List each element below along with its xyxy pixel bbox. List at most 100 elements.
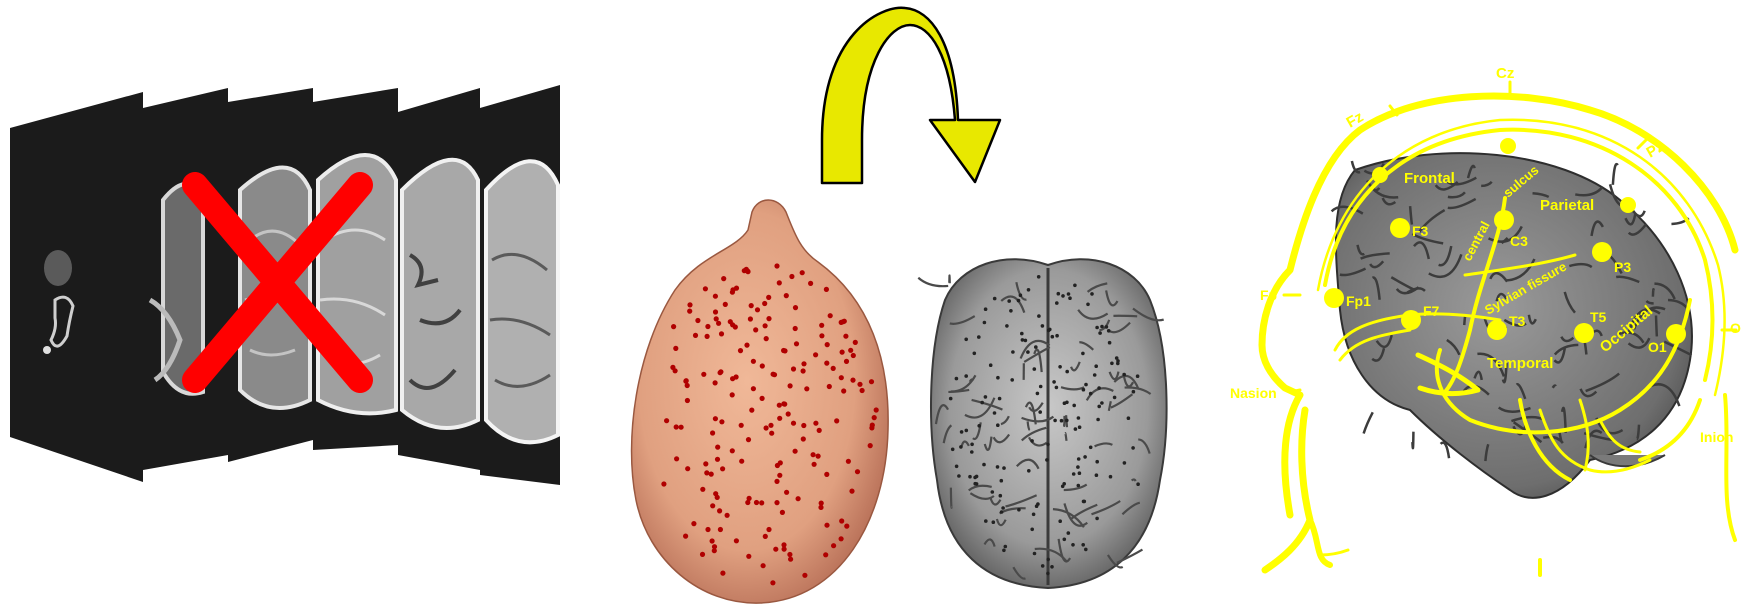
cortex-electrode-dot — [1009, 309, 1013, 313]
cortex-electrode-dot — [1073, 284, 1077, 288]
cortex-electrode-dot — [980, 401, 984, 405]
scalp-electrode-dot — [715, 495, 720, 500]
scalp-electrode-dot — [857, 382, 862, 387]
cortex-electrode-dot — [1095, 460, 1099, 464]
scalp-electrode-dot — [844, 524, 849, 529]
cortex-electrode-dot — [965, 429, 969, 433]
cortex-electrode-dot — [1033, 367, 1037, 371]
scalp-electrode-dot — [843, 334, 848, 339]
cortex-electrode-dot — [1002, 466, 1006, 470]
cortex-electrode-dot — [993, 411, 997, 415]
svg-text:F3: F3 — [1412, 223, 1429, 239]
scalp-electrode-dot — [840, 350, 845, 355]
scalp-electrode-dot — [777, 403, 782, 408]
cortex-electrode-dot — [1017, 299, 1021, 303]
scalp-electrode-dot — [791, 366, 796, 371]
scalp-electrode-dot — [766, 316, 771, 321]
cortex-electrode-dot — [1100, 401, 1104, 405]
cortex-electrode-dot — [1078, 425, 1082, 429]
scalp-electrode-dot — [777, 280, 782, 285]
scalp-electrode-dot — [703, 286, 708, 291]
scalp-electrode-dot — [800, 270, 805, 275]
scalp-electrode-dot — [710, 503, 715, 508]
label-frontal: Frontal — [1404, 170, 1455, 187]
scalp-electrode-dot — [831, 543, 836, 548]
scalp-electrode-dot — [695, 318, 700, 323]
cortex-electrode-dot — [977, 335, 981, 339]
scalp-electrode-dot — [687, 309, 692, 314]
cortex-electrode-dot — [996, 376, 1000, 380]
scalp-electrode-dot — [775, 463, 780, 468]
scalp-electrode-dot — [782, 547, 787, 552]
scalp-electrode-dot — [685, 466, 690, 471]
cortex-electrode-dot — [984, 307, 988, 311]
scalp-electrode-dot — [674, 424, 679, 429]
cortex-electrode-dot — [1090, 292, 1094, 296]
scalp-electrode-dot — [685, 383, 690, 388]
cortex-electrode-dot — [970, 450, 974, 454]
brain-sulcus — [1412, 432, 1413, 448]
scalp-electrode-dot — [812, 462, 817, 467]
scalp-electrode-dot — [716, 321, 721, 326]
cortex-electrode-dot — [1109, 475, 1113, 479]
cortex-electrode-dot — [1001, 506, 1005, 510]
cortex-electrode-dot — [996, 465, 1000, 469]
scalp-electrode-dot — [725, 513, 730, 518]
scalp-electrode-dot — [749, 303, 754, 308]
scalp-electrode-dot — [850, 378, 855, 383]
label-nasion: Nasion — [1230, 385, 1277, 401]
scalp-electrode-dot — [746, 437, 751, 442]
scalp-electrode-dot — [839, 375, 844, 380]
cortex-electrode-dot — [960, 430, 964, 434]
cortex-electrode-dot — [1024, 339, 1028, 343]
mri-slice-5 — [398, 88, 480, 470]
scalp-electrode-dot — [710, 430, 715, 435]
svg-text:C3: C3 — [1510, 233, 1528, 249]
scalp-electrode-dot — [679, 425, 684, 430]
scalp-electrode-dot — [844, 359, 849, 364]
cortex-electrode-dot — [1065, 401, 1069, 405]
scalp-electrode-dot — [874, 407, 879, 412]
label-temporal: Temporal — [1487, 355, 1553, 372]
scalp-electrode-dot — [839, 536, 844, 541]
svg-text:T3: T3 — [1509, 313, 1526, 329]
electrode-cz-dot — [1500, 138, 1516, 154]
cortex-electrode-dot — [1046, 443, 1050, 447]
cortex-electrode-dot — [1026, 350, 1030, 354]
svg-text:Fp1: Fp1 — [1346, 293, 1371, 309]
scalp-electrode-dot — [673, 346, 678, 351]
scalp-electrode-dot — [684, 378, 689, 383]
scalp-electrode-dot — [824, 287, 829, 292]
scalp-electrode-dot — [693, 333, 698, 338]
scalp-electrode-dot — [754, 500, 759, 505]
scalp-electrode-dot — [768, 423, 773, 428]
cortex-electrode-dot — [1065, 370, 1069, 374]
scalp-electrode-dot — [753, 327, 758, 332]
cortex-electrode-dot — [1019, 293, 1023, 297]
scalp-electrode-dot — [839, 320, 844, 325]
cortex-electrode-dot — [1034, 345, 1038, 349]
scalp-electrode-dot — [802, 573, 807, 578]
cortex-electrode-dot — [1027, 288, 1031, 292]
cortex-electrode-dot — [1084, 383, 1088, 387]
scalp-electrode-dot — [721, 276, 726, 281]
scalp-electrode-dot — [746, 554, 751, 559]
cortex-electrode-dot — [1050, 565, 1054, 569]
scalp-electrode-dot — [691, 521, 696, 526]
cortex-electrode-dot — [1060, 419, 1064, 423]
scalp-electrode-dot — [763, 323, 768, 328]
scalp-electrode-dot — [718, 527, 723, 532]
brain-sulcus — [1613, 164, 1618, 185]
cortex-electrode-dot — [1132, 390, 1136, 394]
scalp-electrode-dot — [851, 353, 856, 358]
cortex-electrode-dot — [957, 474, 961, 478]
cortex-surface-icon — [918, 259, 1166, 588]
scalp-electrode-dot — [793, 305, 798, 310]
cortex-electrode-dot — [1041, 564, 1045, 568]
label-pz: Pz — [1644, 138, 1668, 161]
scalp-surface-icon — [632, 200, 889, 603]
scalp-electrode-dot — [745, 500, 750, 505]
cortex-electrode-dot — [1063, 538, 1067, 542]
scalp-electrode-dot — [801, 368, 806, 373]
